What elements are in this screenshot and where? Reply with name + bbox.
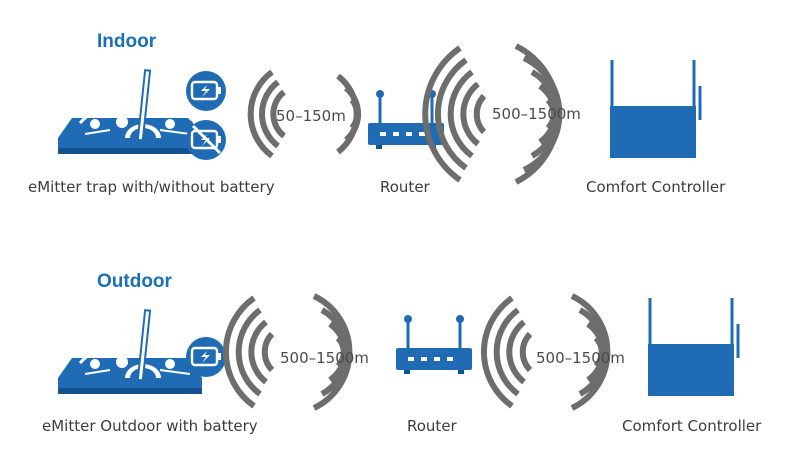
no-battery-icon [186,120,226,160]
router-caption: Router [407,417,458,435]
range-router-controller: 500–1500m [492,105,581,123]
signal-waves-icon [422,43,563,185]
battery-icon [184,69,228,113]
mouse-trap-icon [56,68,204,156]
trap-caption: eMitter Outdoor with battery [42,417,258,435]
range-trap-router: 50–150m [276,107,346,125]
outdoor-title: Outdoor [97,271,173,292]
signal-waves-icon [247,69,362,159]
mouse-trap-icon [56,308,204,396]
battery-icon [184,335,228,379]
controller-icon [646,296,740,398]
controller-icon [608,58,702,160]
trap-caption: eMitter trap with/without battery [28,178,275,196]
controller-caption: Comfort Controller [622,417,762,435]
router-icon [394,313,474,376]
range-router-controller: 500–1500m [536,349,625,367]
controller-caption: Comfort Controller [586,178,726,196]
router-caption: Router [380,178,431,196]
range-trap-router: 500–1500m [280,349,369,367]
signal-waves-icon [223,293,353,411]
indoor-title: Indoor [97,31,157,52]
signal-waves-icon [481,293,611,411]
